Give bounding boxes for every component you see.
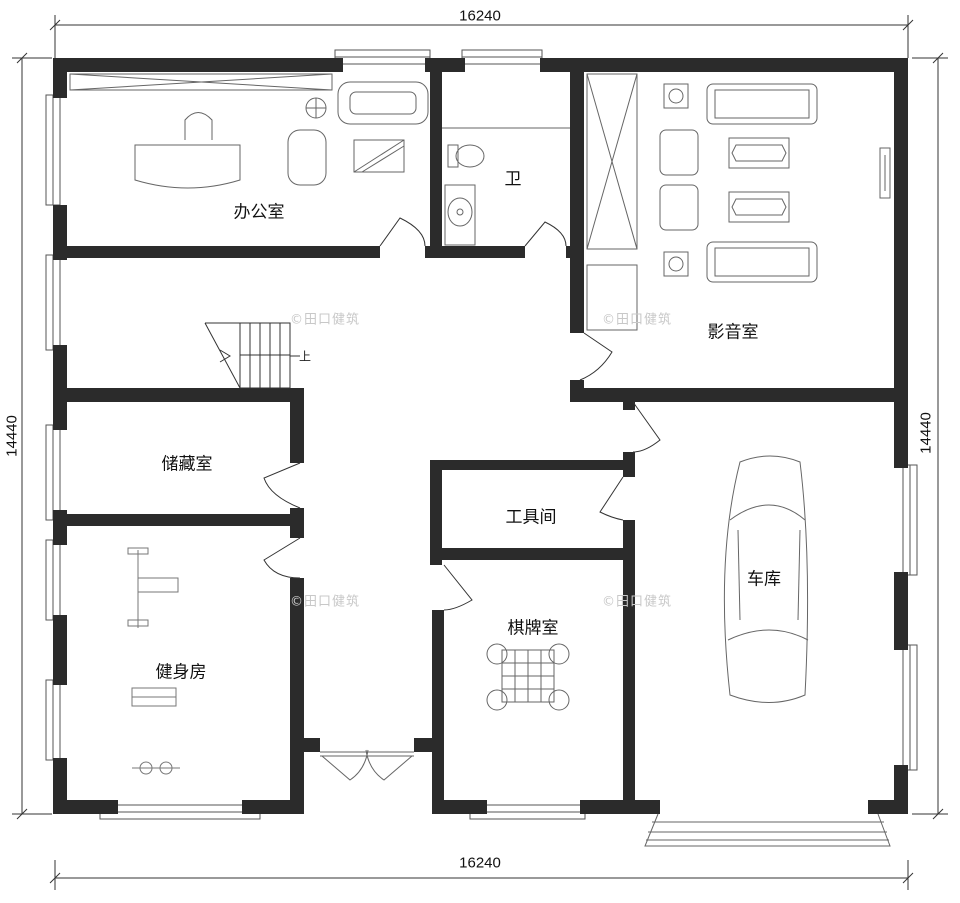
room-label-bathroom: 卫 <box>504 169 522 190</box>
theater-furniture <box>659 83 891 283</box>
room-label-gym: 健身房 <box>155 662 207 683</box>
dimension-bottom: 16240 <box>459 854 501 872</box>
watermark: ©田口健筑 <box>289 594 361 610</box>
watermark: ©田口健筑 <box>601 312 673 328</box>
walls <box>53 58 908 814</box>
gym-equipment <box>127 547 180 775</box>
windows <box>45 49 918 820</box>
room-label-theater: 影音室 <box>707 322 759 343</box>
dimension-right: 14440 <box>917 412 935 454</box>
room-label-office: 办公室 <box>233 202 285 223</box>
room-label-storage: 储藏室 <box>161 454 213 475</box>
watermark: ©田口健筑 <box>289 312 361 328</box>
watermark: ©田口健筑 <box>601 594 673 610</box>
bathroom-fixtures <box>447 144 485 227</box>
office-furniture <box>134 81 429 189</box>
stair-up-label: 上 <box>298 349 312 364</box>
chess-table <box>486 643 570 711</box>
detail-lines <box>69 73 891 847</box>
room-label-tool-room: 工具间 <box>505 507 557 528</box>
dimension-top: 16240 <box>459 7 501 25</box>
doors <box>263 217 661 611</box>
staircase <box>204 322 300 389</box>
dimension-left: 14440 <box>3 415 21 457</box>
room-label-garage: 车库 <box>747 569 781 590</box>
car <box>723 455 809 703</box>
room-label-chess-room: 棋牌室 <box>507 618 559 639</box>
dimension-lines <box>12 15 948 890</box>
